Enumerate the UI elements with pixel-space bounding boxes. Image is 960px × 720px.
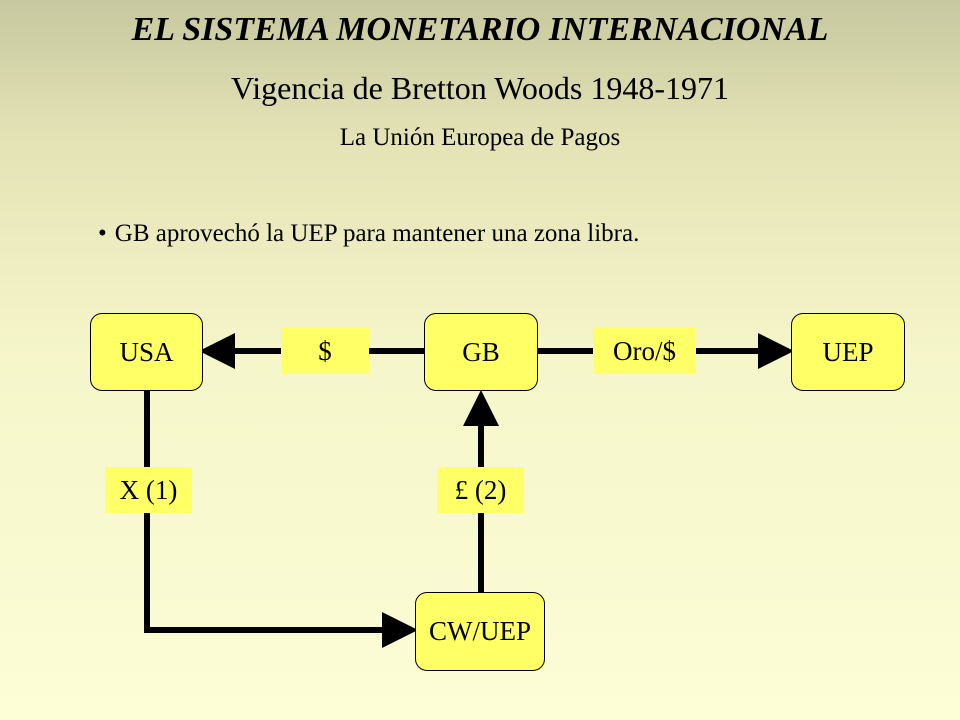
node-cw-uep-label: CW/UEP bbox=[428, 616, 531, 646]
node-usa: USA bbox=[90, 313, 203, 391]
label-pound-2-text: £ (2) bbox=[454, 474, 507, 505]
node-usa-label: USA bbox=[119, 336, 174, 367]
label-x-1-text: X (1) bbox=[119, 474, 178, 505]
node-uep-label: UEP bbox=[822, 336, 874, 367]
node-uep: UEP bbox=[791, 313, 905, 391]
label-oro-dollar: Oro/$ bbox=[593, 328, 696, 374]
bullet-text: GB aprovechó la UEP para mantener una zo… bbox=[114, 220, 640, 247]
slide-subtitle: Vigencia de Bretton Woods 1948-1971 bbox=[231, 70, 729, 106]
bullet-marker: • bbox=[98, 220, 107, 247]
label-dollar-text: $ bbox=[318, 335, 332, 366]
node-gb: GB bbox=[424, 313, 538, 391]
slide-subheading: La Unión Europea de Pagos bbox=[339, 124, 621, 151]
slide-title: EL SISTEMA MONETARIO INTERNACIONAL bbox=[131, 11, 829, 48]
label-x-1: X (1) bbox=[105, 467, 192, 513]
label-oro-dollar-text: Oro/$ bbox=[613, 335, 676, 366]
node-cw-uep: CW/UEP bbox=[415, 592, 545, 671]
label-pound-2: £ (2) bbox=[437, 467, 524, 513]
bullet-point: • GB aprovechó la UEP para mantener una z… bbox=[98, 216, 639, 252]
label-dollar: $ bbox=[281, 328, 369, 374]
node-gb-label: GB bbox=[462, 336, 500, 367]
